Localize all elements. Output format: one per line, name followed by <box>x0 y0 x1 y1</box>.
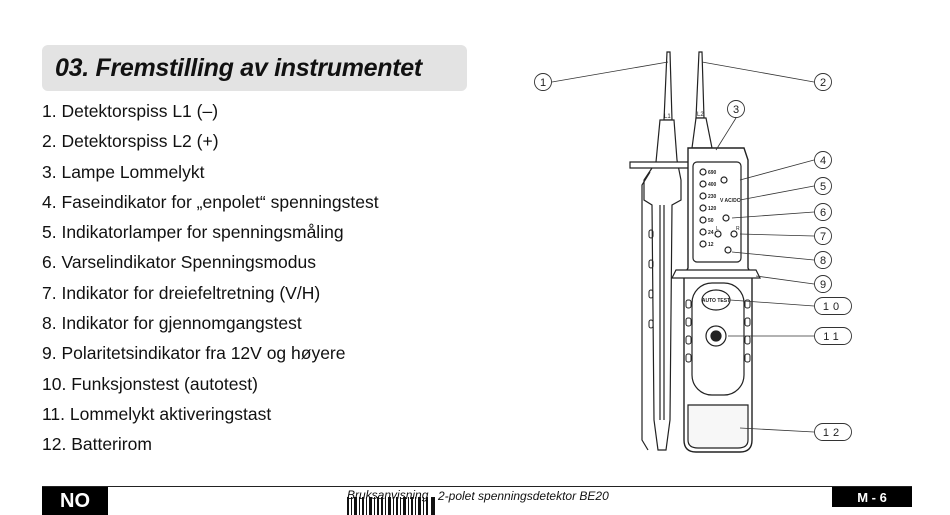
scale-400: 400 <box>708 182 717 188</box>
probe-label-l1: L1 <box>664 114 671 120</box>
list-item: 6. Varselindikator Spenningsmodus <box>42 252 317 273</box>
parts-list: 1. Detektorspiss L1 (–) 2. Detektorspiss… <box>42 96 379 460</box>
probe-l1-body <box>643 119 682 451</box>
callout-12: 12 <box>823 427 843 439</box>
callout-9: 9 <box>820 279 826 291</box>
probe-label-l2: L2 <box>697 112 704 118</box>
list-item: 10. Funksjonstest (autotest) <box>42 373 258 394</box>
callout-10: 10 <box>823 301 843 313</box>
instrument-diagram: L1 L2 690 400 230 120 50 24 12 V AC/DC R… <box>534 51 852 453</box>
callout-2: 2 <box>820 77 826 89</box>
list-item: 9. Polaritetsindikator fra 12V og høyere <box>42 343 346 364</box>
page-number: M - 6 <box>832 487 912 507</box>
auto-test-label: AUTO TEST <box>702 298 730 304</box>
list-item: 11. Lommelykt aktiveringstast <box>42 403 272 424</box>
scale-230: 230 <box>708 194 717 200</box>
callout-8: 8 <box>820 255 826 267</box>
list-item: 1. Detektorspiss L1 (–) <box>42 101 219 121</box>
section-title: 03. Fremstilling av instrumentet <box>55 53 422 82</box>
list-item: 8. Indikator for gjennomgangstest <box>42 313 302 334</box>
page-footer: NO Bruksanvisning 2-polet spenningsdetek… <box>42 486 912 515</box>
scale-12: 12 <box>708 242 714 248</box>
scale-50: 50 <box>708 218 714 224</box>
list-item: 4. Faseindikator for „enpolet“ spennings… <box>42 191 379 212</box>
callout-5: 5 <box>820 181 826 193</box>
callout-7: 7 <box>820 231 826 243</box>
list-item: 7. Indikator for dreiefeltretning (V/H) <box>42 282 321 303</box>
list-item: 2. Detektorspiss L2 (+) <box>42 131 219 152</box>
list-item: 12. Batterirom <box>42 434 152 455</box>
document-type: Bruksanvisning <box>347 488 429 502</box>
scale-120: 120 <box>708 206 717 212</box>
callout-3: 3 <box>733 104 739 116</box>
callout-4: 4 <box>820 155 826 167</box>
rotation-l-label: L <box>716 226 719 232</box>
rotation-r-label: R <box>736 226 740 232</box>
scale-690: 690 <box>708 170 717 176</box>
list-item: 5. Indikatorlamper for spenningsmåling <box>42 222 344 243</box>
section-title-box: 03. Fremstilling av instrumentet <box>42 45 467 91</box>
scale-24: 24 <box>708 230 714 236</box>
list-item: 3. Lampe Lommelykt <box>42 161 205 182</box>
barcode-graphic <box>347 497 435 515</box>
language-badge: NO <box>42 487 108 515</box>
callout-6: 6 <box>820 207 826 219</box>
vac-dc-label: V AC/DC <box>720 198 741 204</box>
document-name: 2-polet spenningsdetektor BE20 <box>438 489 609 503</box>
callout-1: 1 <box>540 77 546 89</box>
callout-11: 11 <box>823 331 842 343</box>
